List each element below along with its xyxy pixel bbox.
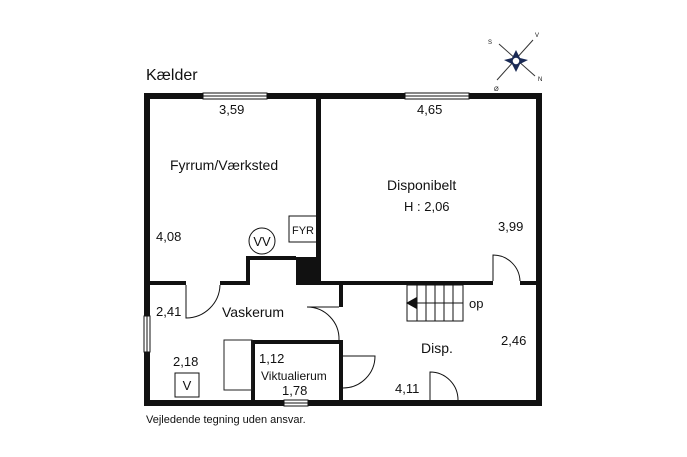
room-disp-depth: 2,46 [501, 333, 526, 348]
vv-fixture: VV [248, 227, 276, 255]
room-vaskerum-name: Vaskerum [222, 304, 284, 320]
room-fyrrum-depth: 4,08 [156, 229, 181, 244]
staircase [405, 284, 464, 322]
svg-text:VV: VV [253, 234, 271, 249]
room-disponibelt-depth: 3,99 [498, 219, 523, 234]
room-viktualierum-depth: 1,12 [259, 351, 284, 366]
compass-v-label: V [535, 33, 539, 39]
v-fixture: V [174, 372, 200, 398]
room-disponibelt-name: Disponibelt [387, 177, 456, 193]
room-disp-width: 4,11 [395, 381, 419, 396]
floor-title: Kælder [146, 67, 198, 84]
svg-text:FYR: FYR [292, 225, 314, 237]
room-fyrrum-name: Fyrrum/Værksted [170, 157, 278, 173]
room-vaskerum-depth: 2,41 [156, 304, 181, 319]
interior-walls [150, 99, 536, 400]
windows [143, 92, 470, 407]
room-small-depth: 2,18 [173, 354, 198, 369]
room-viktualierum-name: Viktualierum [261, 369, 327, 383]
room-fyrrum-width: 3,59 [219, 102, 244, 117]
stairs-label: op [469, 296, 483, 311]
disclaimer-text: Vejledende tegning uden ansvar. [146, 414, 306, 426]
exterior-walls [144, 93, 542, 406]
room-disponibelt-width: 4,65 [417, 102, 442, 117]
compass-o-label: Ø [494, 87, 499, 93]
compass-n-label: N [538, 77, 542, 83]
fyr-fixture: FYR [288, 215, 318, 243]
room-disponibelt-height: H : 2,06 [404, 199, 450, 214]
compass-s-label: S [488, 40, 492, 46]
room-viktualierum-width: 1,78 [282, 383, 307, 398]
room-disp-name: Disp. [421, 340, 453, 356]
doors [185, 254, 521, 401]
svg-text:V: V [183, 378, 192, 393]
compass-icon: S V N Ø [488, 33, 542, 93]
